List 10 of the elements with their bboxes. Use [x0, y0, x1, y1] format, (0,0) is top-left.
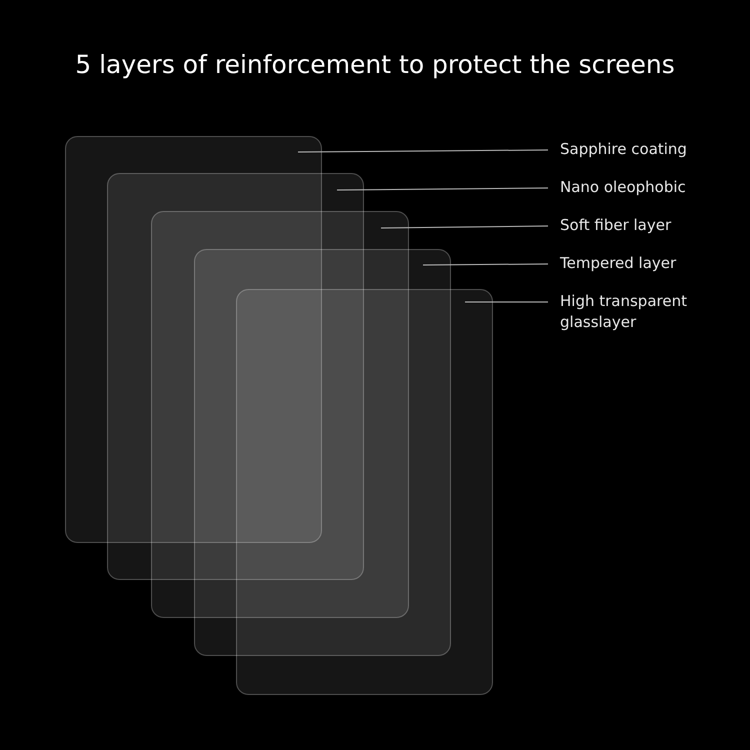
layer-label: High transparent glasslayer — [560, 291, 688, 333]
leader-line — [422, 264, 548, 266]
layer-label: Nano oleophobic — [560, 177, 687, 198]
title: 5 layers of reinforcement to protect the screens — [74, 50, 676, 79]
leader-line — [298, 150, 548, 152]
layer-label: Tempered layer — [560, 253, 678, 274]
layer-label: Sapphire coating — [560, 139, 688, 160]
layer-label: Soft fiber layer — [560, 215, 672, 236]
leader-line — [380, 226, 548, 228]
leader-line — [336, 188, 548, 190]
